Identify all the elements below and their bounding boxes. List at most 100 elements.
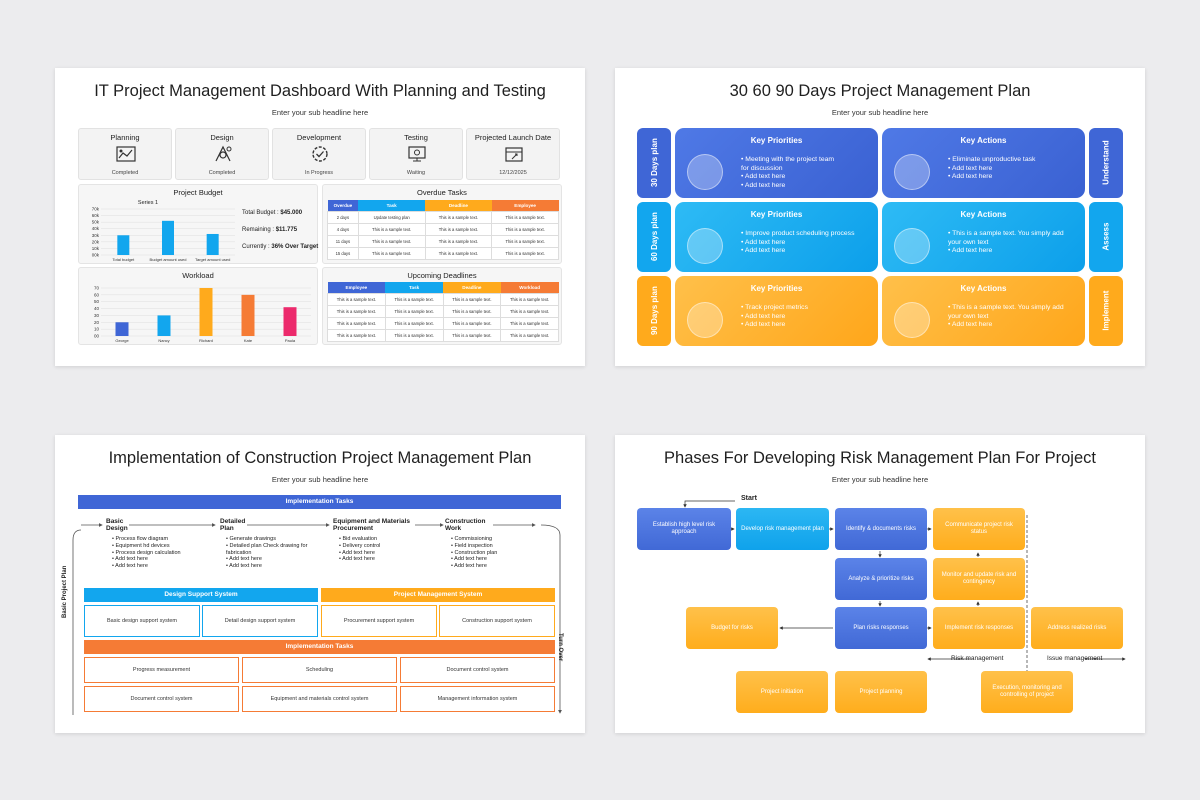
row-left-label: 60 Days plan — [637, 202, 671, 272]
slide-subtitle: Enter your sub headline here — [271, 108, 369, 117]
phase-status: Waiting — [406, 170, 426, 176]
card-title: Key Actions — [960, 284, 1007, 293]
y-tick-label: 50k — [92, 220, 100, 225]
implementation-tasks-header: Implementation Tasks — [84, 640, 555, 654]
table-cell: Update testing plan — [357, 210, 426, 224]
bar — [199, 288, 213, 336]
table-cell: This is a sample text. — [491, 246, 559, 260]
table-header-cell: Deadline — [425, 200, 492, 211]
table-cell: This is a sample text. — [500, 292, 559, 306]
testing-monitor-icon — [408, 146, 426, 162]
table-cell: This is a sample text. — [327, 304, 386, 318]
y-tick-label: 20 — [94, 320, 100, 325]
team-icon — [687, 228, 723, 264]
priorities-card-30: Key Priorities Meeting with the project … — [675, 128, 878, 198]
table-header-cell: Overdue — [327, 200, 359, 211]
priorities-card-60: Key Priorities Improve product schedulin… — [675, 202, 878, 272]
slide-subtitle: Enter your sub headline here — [831, 475, 929, 484]
bar — [283, 307, 297, 336]
bar — [206, 233, 219, 255]
develop-box: Develop risk management plan — [736, 508, 829, 550]
phase-name: Projected Launch Date — [474, 133, 552, 142]
slide-construction-plan[interactable]: Implementation of Construction Project M… — [55, 435, 585, 733]
card-list: Track project metricsAdd text hereAdd te… — [741, 304, 808, 330]
slide-title: Phases For Developing Risk Management Pl… — [664, 449, 1096, 467]
actions-card-90: Key Actions This is a sample text. You s… — [882, 276, 1085, 346]
upcoming-title: Upcoming Deadlines — [407, 271, 477, 280]
phase-name: Planning — [110, 133, 140, 142]
plan-box: Plan risks responses — [835, 607, 927, 649]
communicate-box: Communicate project risk status — [933, 508, 1025, 550]
card-list: Meeting with the project team for discus… — [741, 156, 837, 190]
actions-card-30: Key Actions Eliminate unproductive taskA… — [882, 128, 1085, 198]
flow-arrows — [72, 523, 562, 715]
task-box: Scheduling — [242, 657, 397, 683]
table-cell: This is a sample text. — [442, 304, 502, 318]
card-list: Eliminate unproductive taskAdd text here… — [948, 156, 1036, 182]
x-tick-label: George — [115, 338, 129, 343]
table-cell: 2 days — [327, 210, 359, 224]
y-tick-label: 70 — [94, 286, 100, 291]
card-list: This is a sample text. You simply add yo… — [948, 230, 1076, 256]
initiation-box: Project initiation — [736, 671, 828, 713]
y-tick-label: 00 — [94, 334, 100, 339]
currently-label: Currently : — [242, 244, 270, 250]
phase-status: Completed — [111, 170, 139, 176]
slide-risk-phases[interactable]: Phases For Developing Risk Management Pl… — [615, 435, 1145, 733]
priorities-card-90: Key Priorities Track project metricsAdd … — [675, 276, 878, 346]
table-cell: This is a sample text. — [442, 316, 502, 330]
slide-it-dashboard[interactable]: IT Project Management Dashboard With Pla… — [55, 68, 585, 366]
team-icon — [687, 302, 723, 338]
bar — [117, 235, 130, 255]
system-box: Construction support system — [439, 605, 555, 637]
design-support-header: Design Support System — [84, 588, 318, 602]
overdue-title: Overdue Tasks — [417, 188, 467, 197]
table-cell: This is a sample text. — [327, 292, 386, 306]
card-list: This is a sample text. You simply add yo… — [948, 304, 1076, 330]
table-cell: 11 days — [327, 234, 359, 248]
slide-30-60-90-plan[interactable]: 30 60 90 Days Project Management Plan En… — [615, 68, 1145, 366]
y-tick-label: 60k — [92, 213, 100, 218]
person-icon — [894, 228, 930, 264]
phase-launch: Projected Launch Date 12/12/2025 — [466, 128, 560, 180]
remaining-label: Remaining : — [242, 227, 275, 233]
y-tick-label: 20k — [92, 239, 100, 244]
system-box: Detail design support system — [202, 605, 318, 637]
y-tick-label: 00k — [92, 253, 100, 258]
issue-management-label: Issue management — [1047, 655, 1103, 662]
column-procurement: Equipment and Materials Procurement Bid … — [333, 518, 433, 563]
table-header-cell: Task — [385, 282, 443, 293]
row-right-label: Assess — [1089, 202, 1123, 272]
table-cell: This is a sample text. — [357, 234, 426, 248]
identify-box: Identify & documents risks — [835, 508, 927, 550]
table-cell: This is a sample text. — [424, 222, 493, 236]
table-row: This is a sample text.This is a sample t… — [327, 316, 559, 330]
x-tick-label: Richard — [199, 338, 213, 343]
x-tick-label: Paula — [285, 338, 296, 343]
task-box: Management information system — [400, 686, 555, 712]
table-cell: This is a sample text. — [491, 234, 559, 248]
y-tick-label: 40k — [92, 226, 100, 231]
total-label: Total Budget : — [242, 210, 279, 216]
table-cell: This is a sample text. — [384, 328, 444, 342]
implement-box: Implement risk responses — [933, 607, 1025, 649]
phase-status: Completed — [208, 170, 236, 176]
x-tick-label: Kate — [244, 338, 253, 343]
card-title: Key Actions — [960, 210, 1007, 219]
table-header-cell: Workload — [500, 282, 559, 293]
table-header-cell: Employee — [327, 282, 386, 293]
column-construction: Construction Work CommissioningField ins… — [445, 518, 545, 570]
table-row: This is a sample text.This is a sample t… — [327, 328, 559, 342]
x-tick-label: Nancy — [158, 338, 169, 343]
budget-box: Budget for risks — [686, 607, 778, 649]
gear-check-icon — [312, 146, 328, 162]
y-tick-label: 10 — [94, 327, 100, 332]
person-icon — [894, 302, 930, 338]
table-cell: This is a sample text. — [327, 328, 386, 342]
